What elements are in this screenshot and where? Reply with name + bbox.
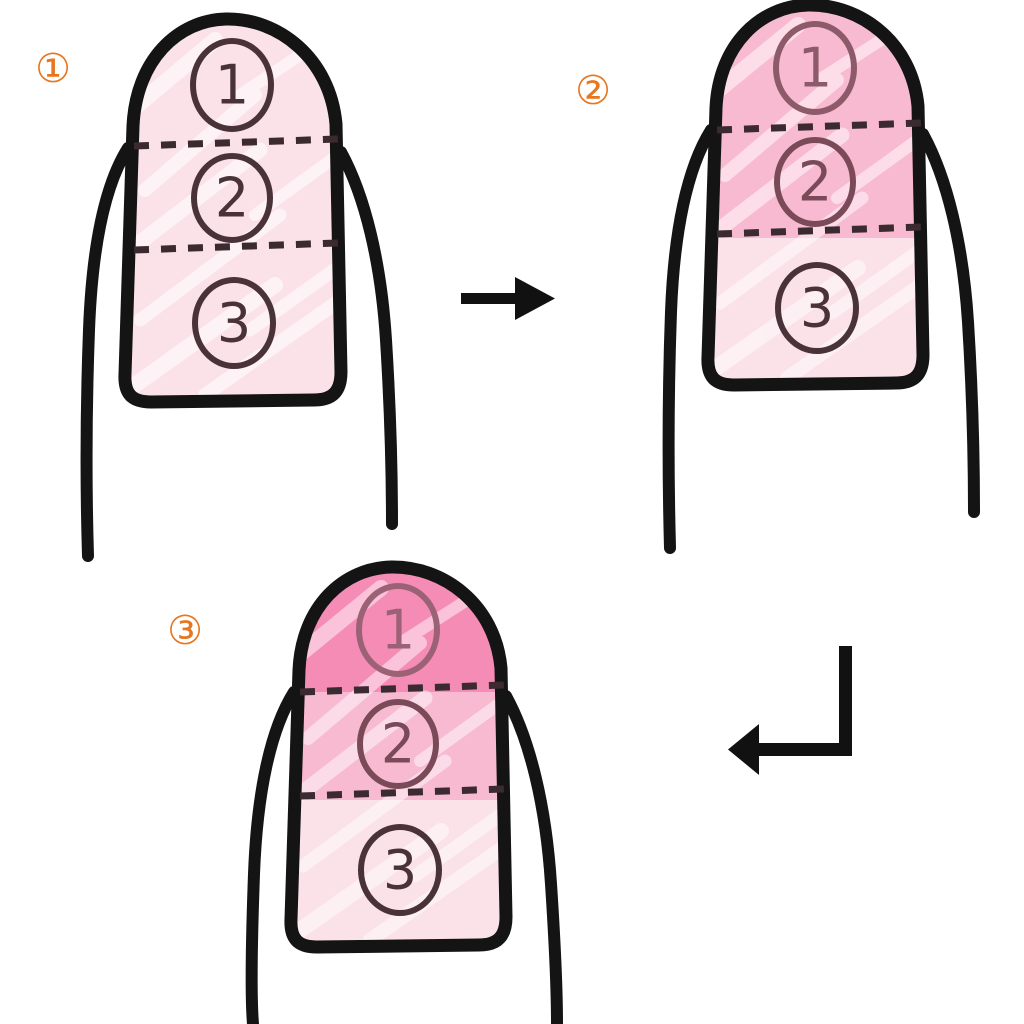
arrow-step2-to-step3: [715, 640, 875, 780]
zone-number-3: 3: [383, 839, 417, 902]
zone-divider-2-3: [299, 785, 505, 800]
arrow-step1-to-step2: [455, 255, 565, 345]
zone-number-2: 2: [215, 167, 249, 230]
zone-number-3: 3: [800, 277, 834, 340]
zone-divider-2-3: [716, 223, 922, 238]
zone-number-2: 2: [798, 151, 832, 214]
nail-step-1: 1 2 3: [80, 12, 398, 562]
zone-circle-3: [775, 262, 859, 354]
zone-circle-1: [356, 583, 440, 677]
finger-outline: [662, 124, 980, 554]
step-label-3: ③: [167, 608, 203, 654]
arrow-return-left-icon: [728, 646, 852, 775]
nail-step-2: 1 2 3: [662, 0, 980, 554]
zone-number-1: 1: [381, 599, 415, 662]
panel-step-1: ①: [0, 0, 440, 580]
zone-number-2: 2: [381, 713, 415, 776]
panel-step-2: ②: [540, 0, 1024, 580]
zone-divider-2-3: [133, 239, 339, 254]
zone-number-1: 1: [215, 54, 249, 117]
zone-circle-1: [190, 38, 274, 132]
step-label-1: ①: [35, 46, 71, 92]
zone-circle-1: [773, 21, 857, 115]
step-label-2: ②: [575, 68, 611, 114]
zone-divider-1-2: [299, 681, 505, 696]
panel-step-3: ③: [150, 540, 630, 1024]
zone-divider-1-2: [716, 119, 922, 134]
nail-outline-3: [284, 560, 513, 954]
zone-circle-2: [774, 137, 856, 227]
arrow-right-icon: [461, 277, 555, 320]
zone-circle-2: [357, 699, 439, 789]
zone-circle-2: [191, 153, 273, 243]
finger-outline: [80, 142, 398, 562]
zone-circle-3: [358, 824, 442, 916]
nail-step-3: 1 2 3: [245, 560, 563, 1024]
zone-circle-3: [192, 277, 276, 369]
nail-outline-2: [701, 0, 930, 392]
zone-number-3: 3: [217, 292, 251, 355]
finger-outline: [245, 686, 563, 1024]
zone-divider-1-2: [133, 135, 339, 150]
zone-number-1: 1: [798, 37, 832, 100]
nail-outline-1: [118, 12, 348, 409]
